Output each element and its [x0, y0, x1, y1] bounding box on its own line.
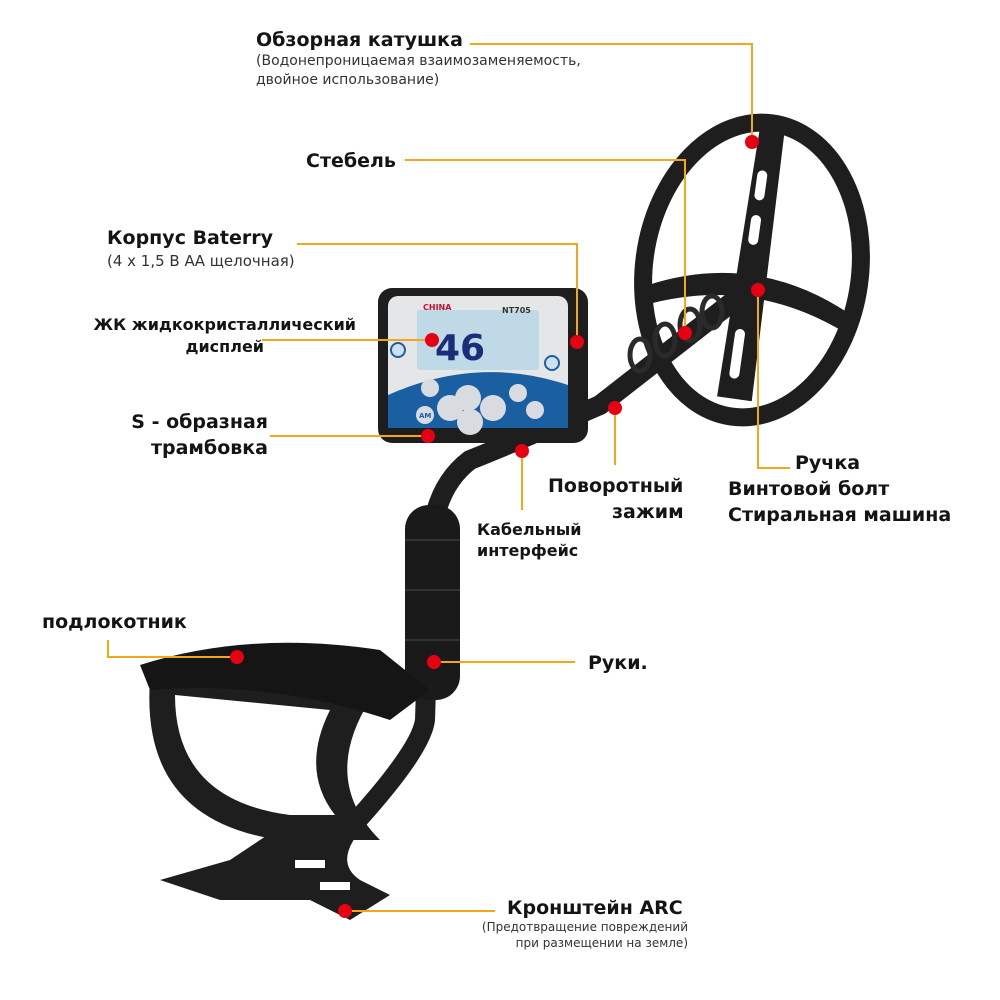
label-search-coil-sub2: двойное использование)	[256, 72, 440, 88]
cable-coil	[627, 293, 725, 374]
label-screw-bolt: Винтовой болт	[728, 478, 890, 500]
control-box	[378, 288, 588, 443]
label-cable-line2: интерфейс	[477, 541, 579, 560]
label-lcd-line2: дисплей	[185, 337, 264, 356]
label-battery: Корпус Baterry	[107, 227, 273, 249]
label-s-shaft-line1: S - образная	[131, 411, 268, 433]
label-search-coil-sub1: (Водонепроницаемая взаимозаменяемость,	[256, 53, 581, 69]
label-battery-sub: (4 x 1,5 В АА щелочная)	[107, 252, 295, 270]
label-search-coil: Обзорная катушка	[256, 29, 463, 51]
label-handle: Ручка	[795, 452, 861, 474]
label-cable-line1: Кабельный	[477, 520, 582, 539]
label-clamp-line2: зажим	[612, 501, 684, 523]
label-arc-stand: Кронштейн ARC	[507, 897, 683, 919]
marker-dots	[230, 135, 765, 918]
model-label: NT705	[502, 306, 531, 315]
label-arc-sub1: (Предотвращение повреждений	[481, 920, 688, 934]
label-armrest: подлокотник	[42, 611, 187, 633]
label-stem: Стебель	[306, 150, 396, 172]
leader-lines	[107, 43, 790, 912]
search-coil	[634, 113, 870, 427]
label-hands: Руки.	[588, 652, 648, 674]
brand-logo: CHINA	[423, 303, 452, 312]
label-washer: Стиральная машина	[728, 504, 952, 526]
arc-stand	[160, 820, 390, 920]
label-s-shaft-line2: трамбовка	[150, 437, 268, 459]
label-lcd-line1: ЖК жидкокристаллический	[93, 315, 356, 334]
lcd-reading: 46	[435, 328, 485, 369]
armrest-strap	[140, 642, 430, 720]
foam-grip	[405, 505, 460, 700]
label-arc-sub2: при размещении на земле)	[515, 936, 688, 950]
am-button: AM	[419, 412, 431, 420]
label-clamp-line1: Поворотный	[548, 475, 684, 497]
